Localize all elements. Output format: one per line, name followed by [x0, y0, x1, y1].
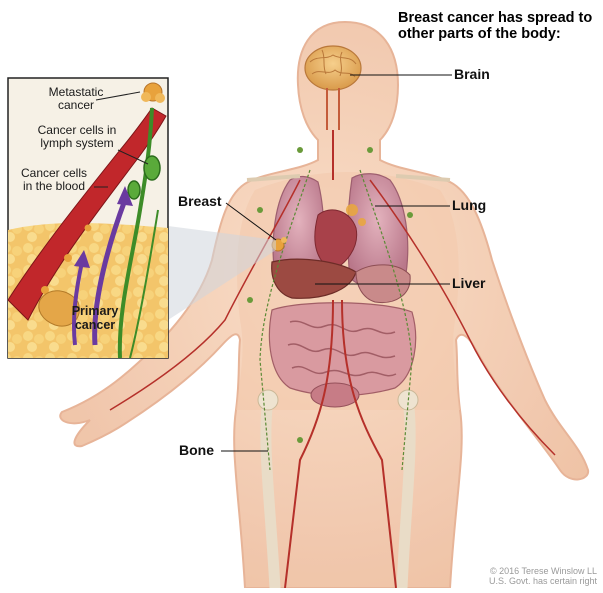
label-lung: Lung [452, 198, 486, 213]
label-liver: Liver [452, 276, 485, 291]
inset-label-primary: Primary cancer [62, 305, 128, 333]
diagram-title: Breast cancer has spread to other parts … [398, 10, 598, 42]
label-brain: Brain [454, 67, 490, 82]
label-bone: Bone [179, 443, 214, 458]
copyright-line2: U.S. Govt. has certain right [489, 577, 597, 586]
inset-label-lymph: Cancer cells in lymph system [27, 124, 127, 150]
label-breast: Breast [178, 194, 222, 209]
inset-label-metastatic: Metastatic cancer [45, 86, 107, 112]
inset-label-metastatic-line2: cancer [45, 99, 107, 112]
inset-label-primary-line1: Primary [62, 305, 128, 319]
copyright-notice: © 2016 Terese Winslow LL U.S. Govt. has … [489, 567, 597, 586]
inset-label-blood-line2: in the blood [14, 180, 94, 193]
inset-label-primary-line2: cancer [62, 319, 128, 333]
inset-label-lymph-line2: lymph system [27, 137, 127, 150]
inset-label-blood: Cancer cells in the blood [14, 167, 94, 193]
